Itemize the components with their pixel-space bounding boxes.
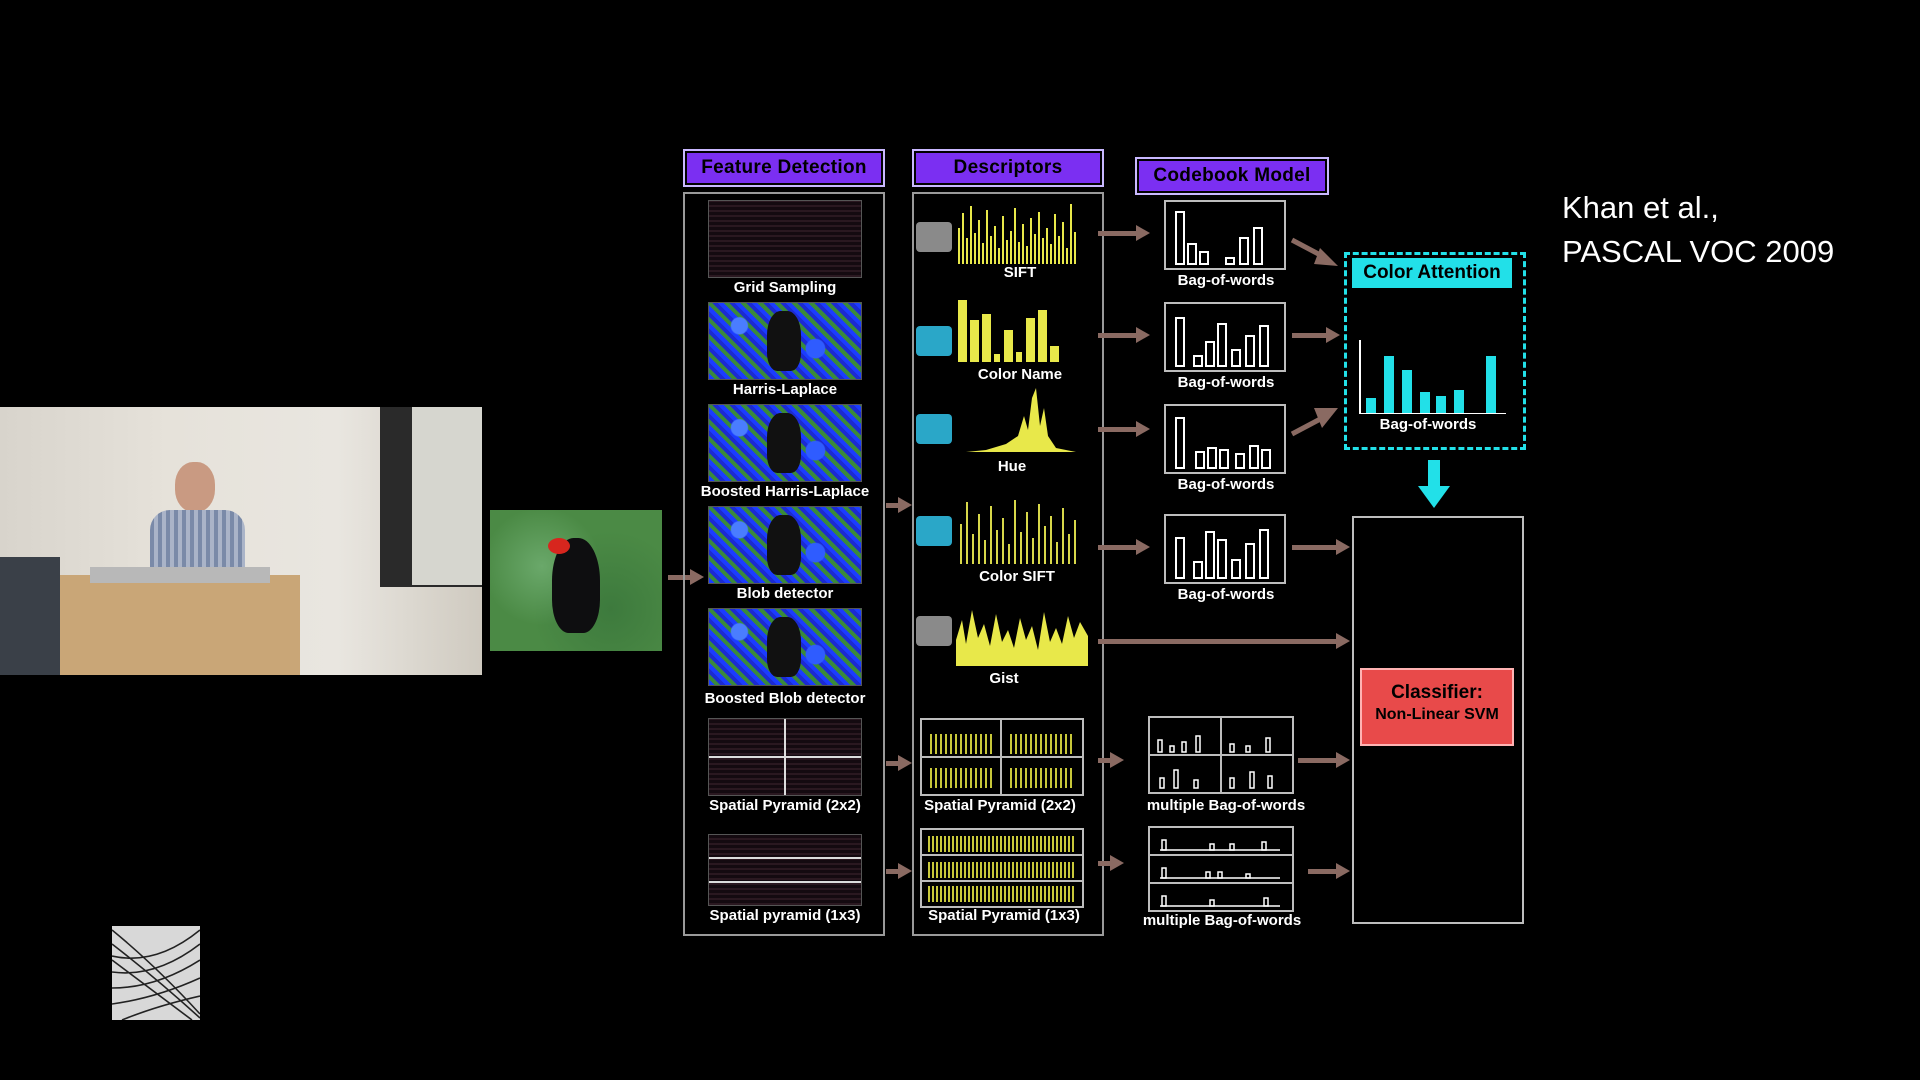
citation-line-2: PASCAL VOC 2009 — [1562, 234, 1835, 269]
descriptor-label: Color SIFT — [979, 568, 1055, 585]
spatial-pyramid-1x3-image — [708, 834, 862, 906]
descriptor-to-codebook-arrow — [1098, 855, 1124, 871]
codebook-to-color-attention-arrow — [1292, 327, 1340, 343]
harris-laplace-image — [708, 302, 862, 380]
feature-label: Harris-Laplace — [732, 381, 838, 398]
header-codebook-model: Codebook Model — [1135, 157, 1329, 195]
descriptor-label: Gist — [989, 670, 1019, 687]
sift-histogram — [958, 204, 1076, 264]
spatial-pyramid-2x2-image — [708, 718, 862, 796]
boosted-harris-laplace-image — [708, 404, 862, 482]
color-attention-label: Color Attention — [1352, 258, 1512, 288]
descriptor-label: Spatial Pyramid (1x3) — [928, 907, 1080, 924]
input-arrow — [668, 569, 704, 585]
classifier-title: Classifier: — [1391, 682, 1483, 703]
codebook-label: multiple Bag-of-words — [1146, 797, 1306, 814]
feature-label: Boosted Harris-Laplace — [700, 483, 870, 500]
descriptor-label: Hue — [997, 458, 1027, 475]
laptop — [90, 567, 270, 583]
feature-to-descriptor-arrow — [886, 755, 912, 771]
speaker-video — [0, 407, 482, 675]
multiple-bag-of-words-1x3-box — [1148, 826, 1294, 912]
feature-label: Spatial pyramid (1x3) — [709, 907, 861, 924]
gist-histogram — [956, 610, 1088, 666]
codebook-label: Bag-of-words — [1177, 272, 1275, 289]
feature-label: Grid Sampling — [733, 279, 837, 296]
feature-label: Spatial Pyramid (2x2) — [709, 797, 861, 814]
citation-line-1: Khan et al., — [1562, 190, 1719, 225]
hue-thumbnail — [916, 414, 952, 444]
color-attention-histogram — [1359, 340, 1506, 414]
classifier-container — [1352, 516, 1524, 924]
gist-to-classifier-arrow — [1098, 633, 1350, 649]
codebook-label: Bag-of-words — [1177, 374, 1275, 391]
bag-of-words-box — [1164, 200, 1286, 270]
descriptor-to-codebook-arrow — [1098, 225, 1150, 241]
color-attention-down-arrow — [1418, 460, 1450, 508]
boosted-blob-detector-image — [708, 608, 862, 686]
input-bird-image — [490, 510, 662, 651]
descriptor-spatial-2x2-box — [920, 718, 1084, 796]
hue-histogram — [966, 388, 1076, 452]
color-sift-thumbnail — [916, 516, 952, 546]
feature-label: Blob detector — [736, 585, 834, 602]
descriptors-column — [912, 192, 1104, 936]
color-attention-bag-label: Bag-of-words — [1379, 416, 1477, 433]
classifier-box: Classifier: Non-Linear SVM — [1360, 668, 1514, 746]
bag-of-words-box — [1164, 302, 1286, 372]
blob-detector-image — [708, 506, 862, 584]
color-attention-box — [1344, 252, 1526, 450]
codebook-to-color-attention-arrow — [1290, 408, 1338, 437]
feature-detection-column — [683, 192, 885, 936]
sift-thumbnail — [916, 222, 952, 252]
feature-to-descriptor-arrow — [886, 863, 912, 879]
descriptor-to-codebook-arrow — [1098, 327, 1150, 343]
color-name-thumbnail — [916, 326, 952, 356]
multiple-bag-of-words-2x2-box — [1148, 716, 1294, 794]
codebook-label: Bag-of-words — [1177, 476, 1275, 493]
codebook-label: multiple Bag-of-words — [1142, 912, 1302, 929]
grid-sampling-image — [708, 200, 862, 278]
descriptor-label: SIFT — [1003, 264, 1037, 281]
codebook-to-color-attention-arrow — [1290, 237, 1338, 266]
descriptor-label: Color Name — [977, 366, 1063, 383]
bag-of-words-box — [1164, 514, 1286, 584]
descriptor-label: Spatial Pyramid (2x2) — [924, 797, 1076, 814]
codebook-label: Bag-of-words — [1177, 586, 1275, 603]
podium — [60, 575, 300, 675]
bag-of-words-box — [1164, 404, 1286, 474]
descriptor-to-codebook-arrow — [1098, 421, 1150, 437]
descriptor-spatial-1x3-box — [920, 828, 1084, 908]
color-sift-histogram — [960, 500, 1076, 564]
descriptor-to-codebook-arrow — [1098, 752, 1124, 768]
feature-to-descriptor-arrow — [886, 497, 912, 513]
classifier-subtitle: Non-Linear SVM — [1375, 706, 1499, 723]
codebook-to-classifier-arrow — [1308, 863, 1350, 879]
codebook-to-classifier-arrow — [1298, 752, 1350, 768]
header-feature-detection: Feature Detection — [683, 149, 885, 187]
descriptor-to-codebook-arrow — [1098, 539, 1150, 555]
logo — [112, 926, 200, 1020]
feature-label: Boosted Blob detector — [704, 690, 866, 707]
codebook-to-classifier-arrow — [1292, 539, 1350, 555]
gist-thumbnail — [916, 616, 952, 646]
header-descriptors: Descriptors — [912, 149, 1104, 187]
color-name-histogram — [958, 300, 1059, 362]
